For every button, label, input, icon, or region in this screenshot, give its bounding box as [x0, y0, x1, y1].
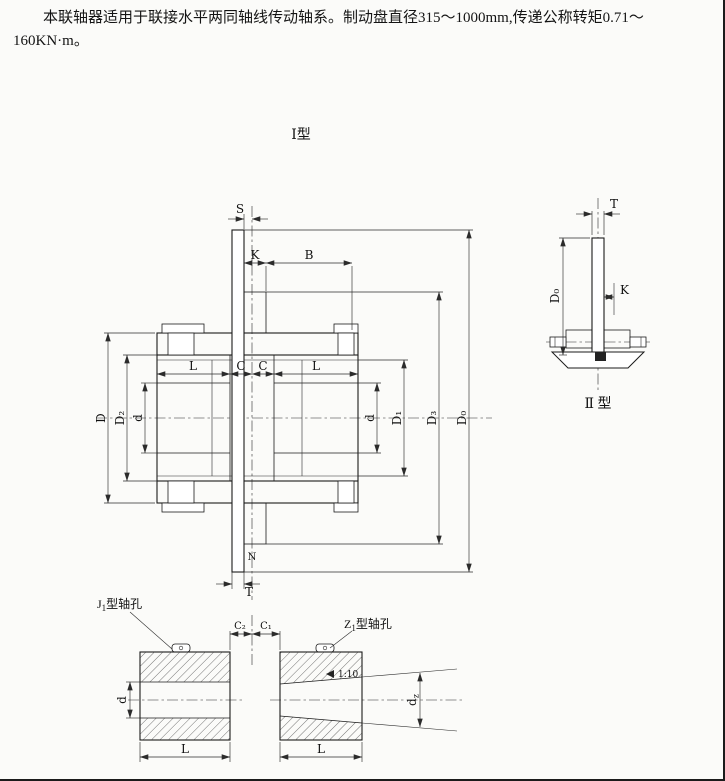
disc-key-section — [595, 352, 606, 361]
figure3-j1-hub — [139, 643, 231, 741]
figure1-coupling-body — [156, 323, 359, 513]
dim-label-c1: C₁ — [260, 621, 272, 632]
dim-label-dz: dz — [405, 694, 421, 706]
j1-bore-title: J1型轴孔 — [97, 596, 142, 613]
intro-line2: 160KN·m。 — [13, 33, 89, 50]
dim-label-d-left: d — [131, 414, 145, 422]
dim-label-D2: D₂ — [113, 411, 127, 426]
dim-label-D1: D₁ — [390, 411, 404, 425]
figure1-dimension-labels: S K B L C C L D D₂ d d D₁ D₃ D₀ N T — [94, 202, 469, 599]
dim-label-l-left: L — [189, 359, 197, 373]
figure3-bore-types: 1:10 — [97, 596, 462, 762]
dim-label-c-left: C — [236, 359, 245, 373]
dim-label-l-j1: L — [181, 742, 189, 756]
figure3-titles: J1型轴孔 Z1型轴孔 — [97, 596, 392, 633]
figure1-type-I: Ⅰ型 — [94, 127, 492, 600]
dim-label-k: K — [251, 248, 261, 262]
figure2-disc-assembly — [549, 237, 647, 369]
dim-label-b: B — [305, 248, 314, 262]
taper-flag-icon — [326, 670, 334, 678]
figure1-centerlines — [96, 206, 492, 600]
dim-label-d-right: d — [363, 414, 377, 422]
z1-bore-title: Z1型轴孔 — [344, 616, 392, 633]
figure3-dimension-labels: C₂ C₁ d L L dz — [115, 621, 421, 756]
intro-paragraph: 本联轴器适用于联接水平两同轴线传动轴系。制动盘直径315～1000mm,传递公称… — [13, 7, 712, 54]
dim-label-l-z1: L — [317, 742, 325, 756]
dim-label-l-right: L — [312, 359, 320, 373]
dim-label-t: T — [245, 585, 253, 599]
figure2-caption: Ⅱ 型 — [584, 396, 611, 412]
dim-label-d-j1: d — [115, 696, 129, 704]
dim-label-D0-2: D₀ — [548, 289, 562, 304]
taper-label: 1:10 — [338, 670, 358, 680]
dim-label-n: N — [248, 552, 257, 563]
figure3-centerlines — [128, 615, 462, 701]
dim-label-c2: C₂ — [234, 621, 246, 632]
figure1-dimension-lines — [104, 214, 473, 589]
dim-label-D: D — [94, 413, 108, 423]
dim-label-t2: T — [610, 197, 618, 211]
dim-label-k2: K — [620, 283, 630, 297]
figure2-type-II: T D₀ K Ⅱ 型 — [546, 197, 650, 412]
figure1-caption: Ⅰ型 — [291, 127, 311, 143]
figure1-brake-disc — [231, 229, 267, 573]
dim-label-c-right: C — [258, 359, 267, 373]
dim-label-D0: D₀ — [455, 411, 469, 426]
dim-label-D3: D₃ — [425, 411, 439, 426]
intro-line1: 本联轴器适用于联接水平两同轴线传动轴系。制动盘直径315～1000mm,传递公称… — [43, 10, 644, 26]
dim-label-s: S — [236, 202, 244, 216]
figure3-z1-hub: 1:10 — [279, 643, 363, 741]
figure2-dimension-labels: T D₀ K — [548, 197, 630, 303]
figure2-dimension-lines — [559, 211, 620, 356]
figure3-dimension-lines — [126, 611, 458, 762]
